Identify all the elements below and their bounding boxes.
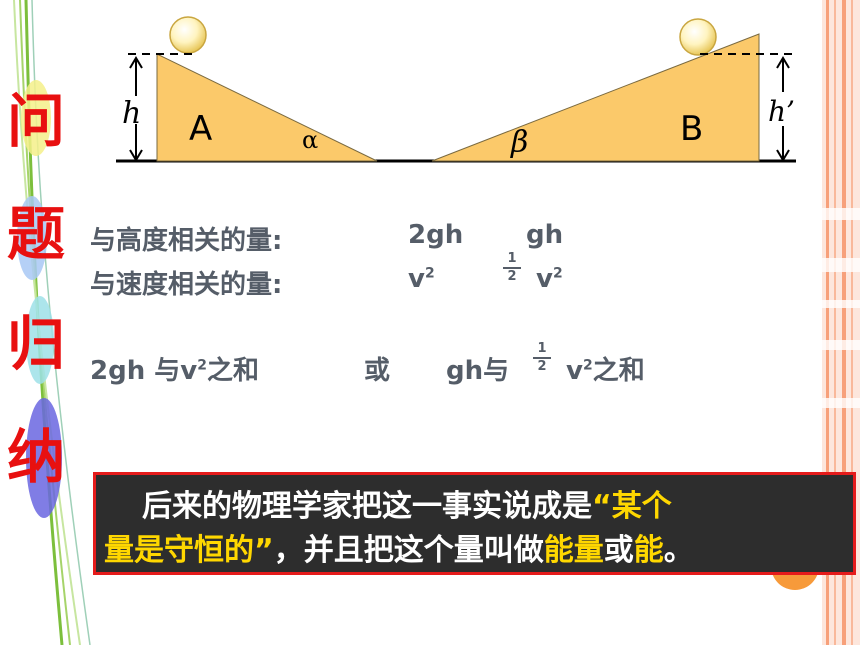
speed-value-v2: v2	[408, 264, 435, 294]
label-h-prime: h’	[768, 95, 795, 128]
label-h: h	[122, 96, 141, 131]
height-value-gh: gh	[526, 220, 564, 250]
side-title-char-2: 题	[6, 200, 65, 268]
label-alpha: α	[302, 126, 318, 154]
ball-a	[169, 16, 207, 54]
sum-2gh-v2: 2gh 与v2之和	[90, 356, 259, 386]
left-leaf-decoration	[13, 0, 91, 645]
side-title-char-3: 归	[6, 310, 65, 378]
ramp-diagram: h h’ A B α β	[116, 16, 798, 163]
ramp-a	[156, 53, 378, 162]
callout-line-1: 后来的物理学家把这一事实说成是“某个	[142, 489, 672, 524]
ball-b	[679, 18, 717, 56]
speed-value-half-v2: v2	[536, 264, 563, 294]
height-arrow-b	[776, 56, 790, 162]
height-label: 与高度相关的量:	[90, 226, 283, 256]
conclusion-callout: 后来的物理学家把这一事实说成是“某个 量是守恒的”，并且把这个量叫做能量或能。	[93, 472, 856, 575]
speed-label: 与速度相关的量:	[90, 270, 283, 300]
label-beta: β	[510, 125, 528, 160]
height-value-2gh: 2gh	[408, 220, 464, 250]
label-a: A	[189, 109, 212, 149]
side-title-char-1: 问	[6, 87, 65, 155]
sum-or: 或	[364, 356, 391, 386]
sum-gh: gh与	[446, 356, 510, 386]
height-arrow-a	[129, 56, 143, 162]
side-title-char-4: 纳	[6, 423, 65, 491]
callout-line-2: 量是守恒的”，并且把这个量叫做能量或能。	[104, 533, 694, 568]
sum-half-v2: v2之和	[566, 356, 645, 386]
label-b: B	[680, 109, 703, 149]
ramp-b	[431, 33, 760, 162]
